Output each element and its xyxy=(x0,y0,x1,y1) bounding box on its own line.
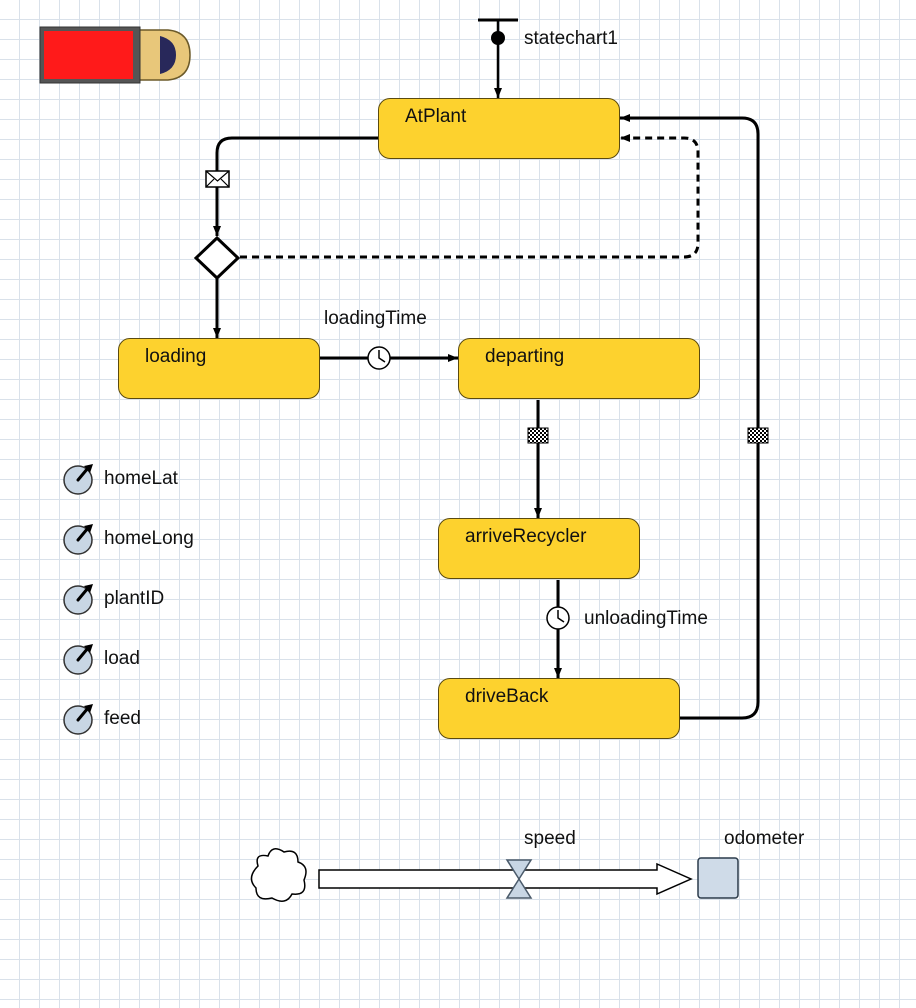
statechart-name: statechart1 xyxy=(524,28,618,49)
state-arriverecycler[interactable]: arriveRecycler xyxy=(438,518,640,579)
parameter-label: load xyxy=(104,648,140,669)
truck-icon xyxy=(39,26,191,84)
stock-odometer-label: odometer xyxy=(724,828,805,849)
parameter-icon xyxy=(63,524,93,555)
state-atplant[interactable]: AtPlant xyxy=(378,98,620,159)
state-loading[interactable]: loading xyxy=(118,338,320,399)
stock-odometer-box[interactable] xyxy=(697,857,739,899)
transition-atplant-to-branch[interactable] xyxy=(213,136,378,236)
parameter-icon xyxy=(63,704,93,735)
parameter-label: homeLong xyxy=(104,528,194,549)
clock-icon xyxy=(367,346,391,370)
checkered-flag-icon xyxy=(747,427,769,444)
parameter-label: plantID xyxy=(104,588,165,609)
envelope-icon xyxy=(205,170,230,188)
flow-speed-label: speed xyxy=(524,828,576,849)
statechart-entry-point xyxy=(478,18,518,98)
valve-icon[interactable] xyxy=(505,859,533,899)
flow-pipe[interactable] xyxy=(318,862,693,896)
parameter-icon xyxy=(63,584,93,615)
clock-icon xyxy=(546,606,570,630)
unloading-time-label: unloadingTime xyxy=(584,608,708,629)
checkered-flag-icon xyxy=(527,427,549,444)
parameter-icon xyxy=(63,644,93,675)
cloud-icon[interactable] xyxy=(250,848,307,902)
transition-driveback-to-atplant[interactable] xyxy=(620,114,760,720)
parameter-label: homeLat xyxy=(104,468,178,489)
loading-time-label: loadingTime xyxy=(324,308,427,329)
state-departing[interactable]: departing xyxy=(458,338,700,399)
diamond-icon[interactable] xyxy=(193,235,241,281)
transition-branch-to-atplant[interactable] xyxy=(240,134,700,259)
state-driveback[interactable]: driveBack xyxy=(438,678,680,739)
parameter-icon xyxy=(63,464,93,495)
parameter-label: feed xyxy=(104,708,141,729)
